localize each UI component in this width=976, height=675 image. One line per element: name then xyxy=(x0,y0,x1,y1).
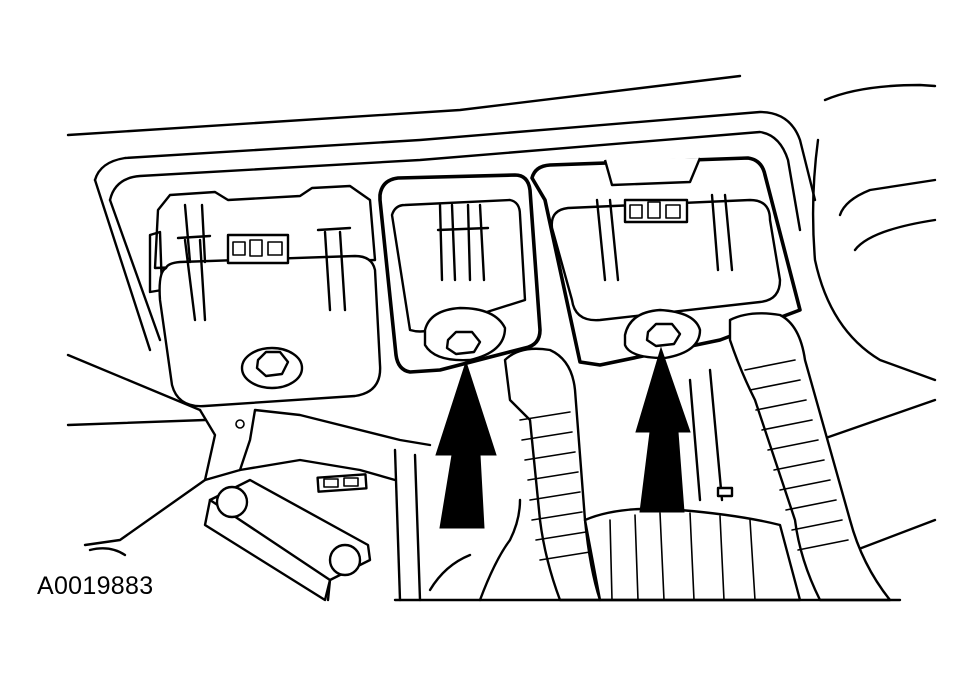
wire-harness xyxy=(428,312,892,602)
arrow-up-icon xyxy=(435,360,497,529)
right-connector xyxy=(530,156,802,367)
arrow-up-icon xyxy=(635,346,691,513)
left-connector xyxy=(148,184,382,408)
indicator-arrows xyxy=(435,346,691,529)
figure-id-label: A0019883 xyxy=(37,572,154,600)
mounting-panel xyxy=(66,74,937,562)
bracket xyxy=(83,408,432,602)
center-connector xyxy=(378,173,542,374)
